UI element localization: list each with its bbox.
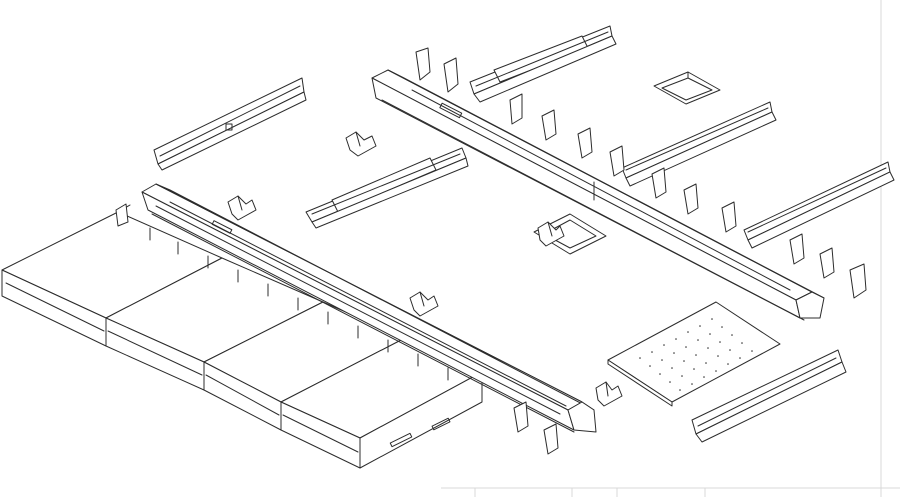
clip-bracket	[537, 221, 565, 247]
long-side-rail	[141, 183, 597, 433]
gusset-plate	[651, 167, 667, 199]
gusset-plate	[819, 247, 835, 279]
channel-bracket-mid	[305, 147, 469, 229]
gusset-plate	[849, 263, 867, 299]
title-block	[474, 488, 706, 497]
clip-bracket	[227, 195, 257, 221]
gusset-plate	[443, 57, 459, 93]
gusset-plate	[115, 203, 129, 227]
clip-bracket	[595, 381, 623, 407]
channel-bracket-top	[469, 25, 617, 103]
gusset-plate	[541, 109, 557, 141]
long-rear-rail	[371, 69, 825, 321]
angled-bracket-bottom-right	[691, 349, 847, 443]
gusset-plate	[789, 233, 805, 265]
gusset-plate	[577, 127, 593, 159]
gusset-plate	[609, 145, 625, 177]
angled-bracket-left	[153, 77, 307, 171]
gusset-plates	[115, 47, 867, 455]
perforated-panel	[607, 301, 781, 407]
gusset-plate	[509, 93, 523, 125]
clip-brackets	[227, 131, 623, 407]
channel-bracket-center	[743, 161, 895, 249]
main-tray-assembly	[1, 204, 483, 469]
gusset-plate	[721, 201, 737, 233]
gusset-plate	[543, 423, 559, 455]
channel-bracket-right	[621, 101, 777, 187]
gusset-plate	[415, 47, 431, 81]
clip-bracket	[345, 131, 377, 157]
rectangular-frame-top	[653, 71, 721, 105]
rectangular-frame-center	[533, 213, 607, 255]
clip-bracket	[409, 291, 439, 317]
gusset-plate	[513, 401, 529, 433]
sheet-border	[441, 0, 900, 497]
gusset-plate	[683, 183, 699, 215]
